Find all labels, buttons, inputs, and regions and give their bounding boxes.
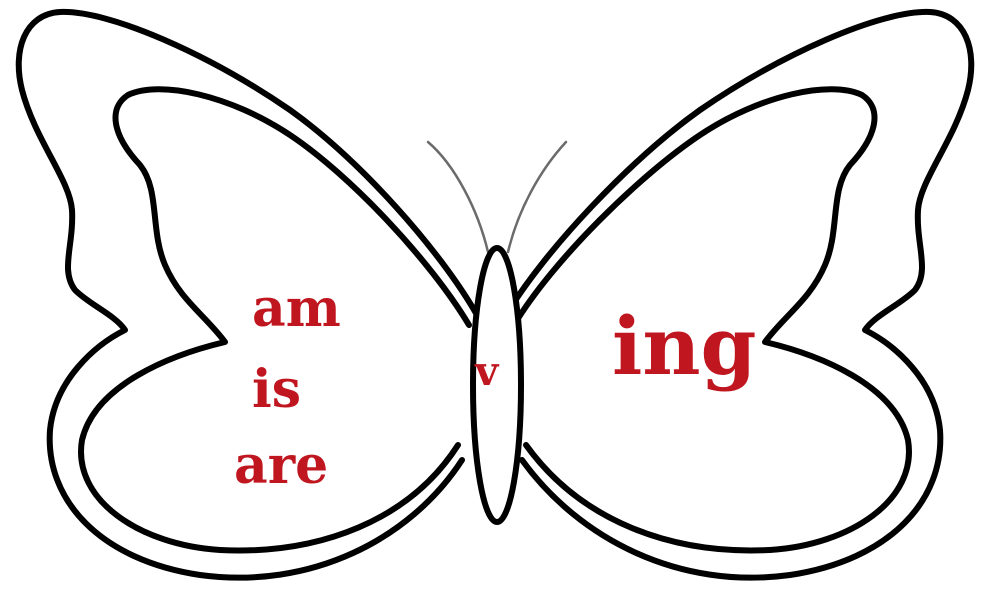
body-label-v: v xyxy=(475,352,498,392)
left-antenna xyxy=(428,142,488,252)
word-are: are xyxy=(234,440,328,492)
word-am: am xyxy=(252,283,341,335)
suffix-ing: ing xyxy=(612,306,757,386)
right-wing xyxy=(506,12,971,578)
word-is: is xyxy=(252,364,301,416)
antennae xyxy=(428,142,566,252)
right-antenna xyxy=(508,142,566,252)
